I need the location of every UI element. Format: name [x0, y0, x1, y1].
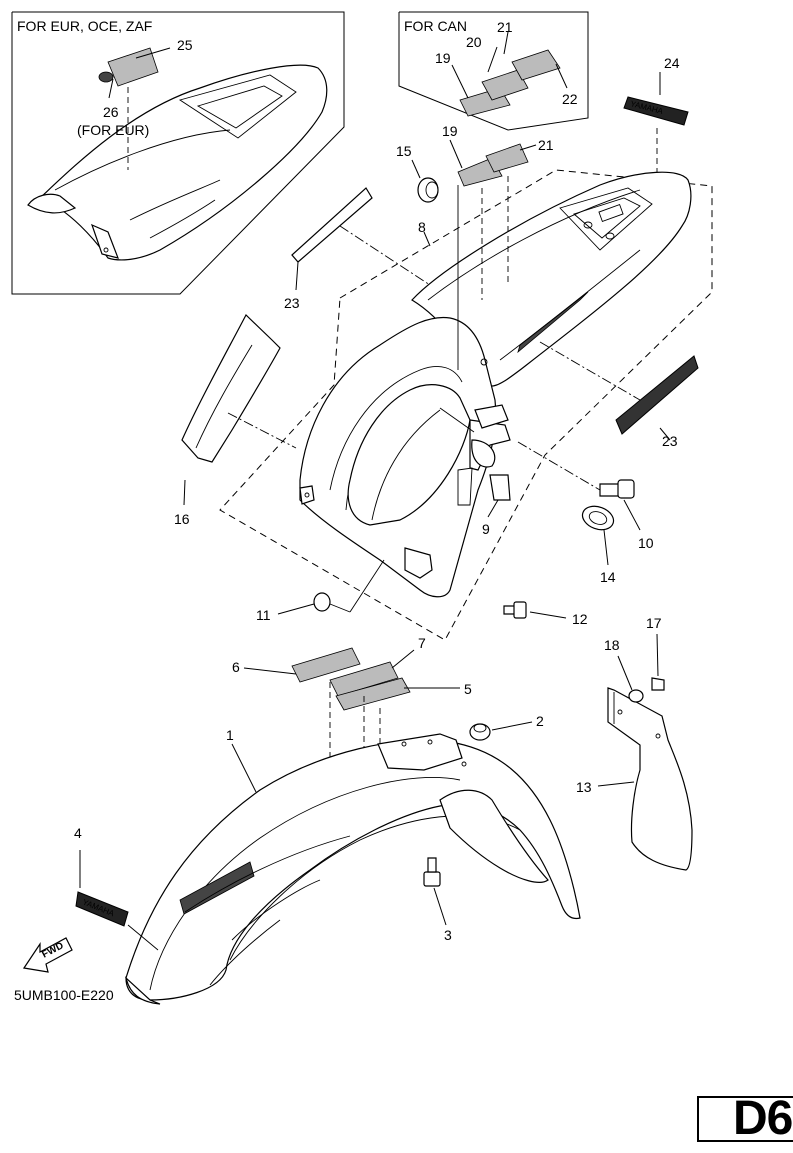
callout-7: 7 [418, 635, 426, 651]
callout-23-a: 23 [284, 295, 300, 311]
callout-12: 12 [572, 611, 588, 627]
callout-1: 1 [226, 727, 234, 743]
inset-eur-oce-zaf: FOR EUR, OCE, ZAF 25 26 (FOR EUR) [11, 11, 345, 295]
callout-16: 16 [174, 511, 190, 527]
part-19-21-plates: 19 21 [442, 123, 554, 300]
part-17-screw: 17 [646, 615, 665, 691]
part-1-front-fender: 1 [124, 727, 581, 1005]
callout-2: 2 [536, 713, 544, 729]
page-code-box [697, 1096, 793, 1142]
callout-19: 19 [442, 123, 458, 139]
part-5-6-7-plates: 6 7 5 [232, 635, 472, 786]
part-24-decal: YAMAHA 24 [623, 55, 689, 190]
callout-8: 8 [418, 219, 426, 235]
callout-23-b: 23 [662, 433, 678, 449]
part-12-bolt: 12 [503, 601, 588, 627]
callout-3: 3 [444, 927, 452, 943]
callout-can-22: 22 [562, 91, 578, 107]
part-23-decal-right: 23 [539, 341, 699, 449]
inset-eur-note: (FOR EUR) [77, 122, 149, 138]
callout-24: 24 [664, 55, 680, 71]
inset-can: FOR CAN 21 20 19 22 [398, 11, 589, 131]
callout-15: 15 [396, 143, 412, 159]
inset-can-title: FOR CAN [404, 18, 467, 34]
part-15-grommet: 15 [396, 143, 459, 370]
callout-can-20: 20 [466, 34, 482, 50]
callout-21: 21 [538, 137, 554, 153]
callout-9: 9 [482, 521, 490, 537]
callout-can-21: 21 [497, 19, 513, 35]
part-16-panel: 16 [174, 314, 297, 527]
part-10-bolt: 10 [517, 441, 654, 551]
callout-5: 5 [464, 681, 472, 697]
part-8-rear-fender: 8 9 [299, 171, 692, 598]
part-13-flap: 13 [576, 687, 693, 871]
part-14-grommet: 14 [581, 505, 616, 585]
callout-11: 11 [256, 607, 271, 623]
page-code: D6 [733, 1092, 793, 1145]
inset-eur-title: FOR EUR, OCE, ZAF [17, 18, 152, 34]
callout-18: 18 [604, 637, 620, 653]
callout-6: 6 [232, 659, 240, 675]
callout-26: 26 [103, 104, 119, 120]
callout-can-19: 19 [435, 50, 451, 66]
callout-25: 25 [177, 37, 193, 53]
catalog-code: 5UMB100-E220 [14, 987, 114, 1003]
part-11-washer: 11 [256, 559, 385, 623]
part-23-decal-left: 23 [284, 187, 431, 311]
part-2-nut: 2 [469, 713, 544, 741]
fwd-arrow-icon: FWD [22, 937, 73, 973]
part-3-bolt: 3 [423, 857, 452, 943]
callout-17: 17 [646, 615, 662, 631]
callout-10: 10 [638, 535, 654, 551]
part-18-nut: 18 [604, 637, 644, 703]
callout-4: 4 [74, 825, 82, 841]
callout-14: 14 [600, 569, 616, 585]
callout-13: 13 [576, 779, 592, 795]
